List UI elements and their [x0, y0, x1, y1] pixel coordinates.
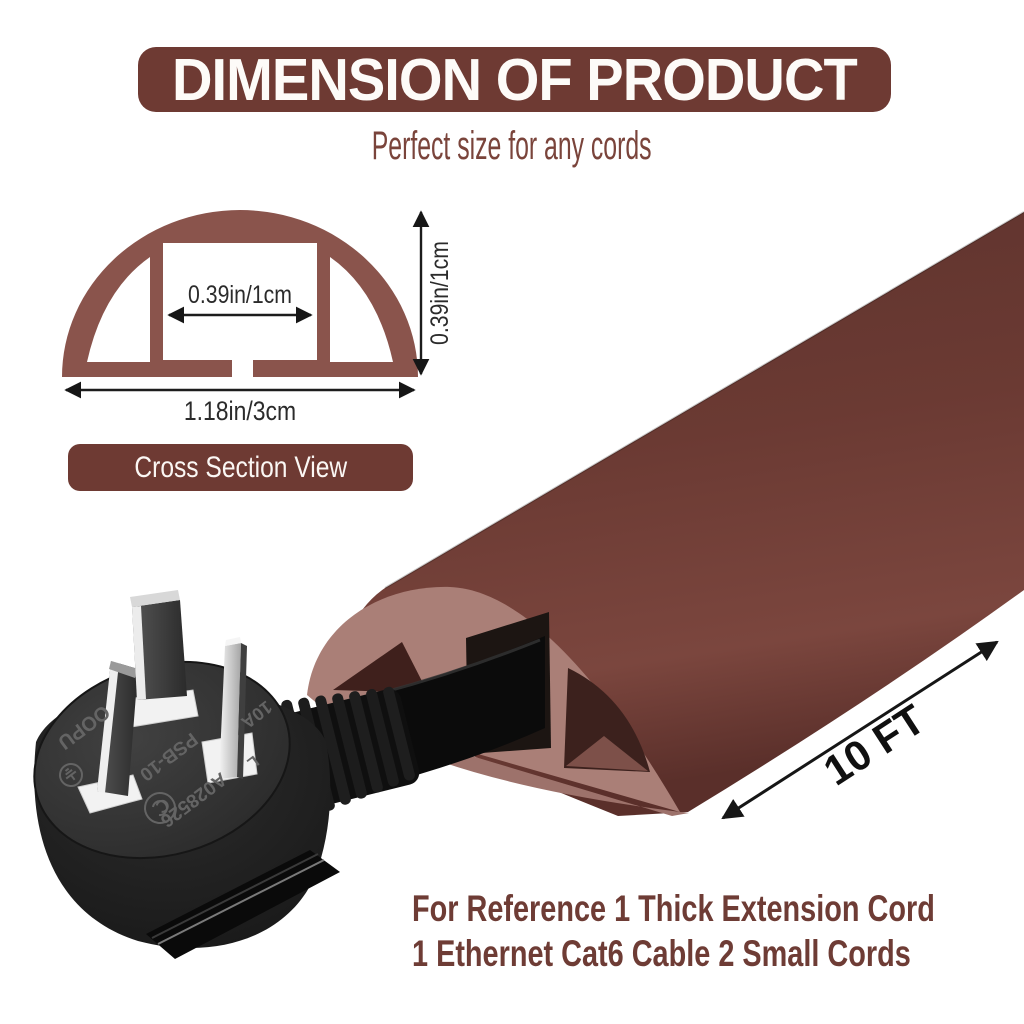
duct-profile-shape — [62, 210, 418, 377]
page-subtitle: Perfect size for any cords — [372, 124, 652, 168]
cross-section-diagram: 0.39in/1cm 0.39in/1cm 1.18in/3cm — [62, 210, 453, 426]
title-banner: DIMENSION OF PRODUCT — [138, 46, 891, 113]
earth-symbol-icon — [59, 763, 83, 787]
reference-line-2: 1 Ethernet Cat6 Cable 2 Small Cords — [412, 933, 911, 974]
ccc-mark-icon — [144, 792, 176, 824]
power-cord: OOPU PSB-10 A028526 10A L — [33, 590, 545, 959]
plug-base-highlight2 — [151, 853, 319, 939]
plug-base-highlight — [157, 859, 325, 945]
reference-line-1: For Reference 1 Thick Extension Cord — [412, 888, 935, 929]
plug-prongs — [97, 590, 247, 796]
right-channel-opening — [564, 668, 650, 772]
inner-width-label: 0.39in/1cm — [188, 280, 292, 308]
subtitle-row: Perfect size for any cords — [0, 124, 1024, 169]
power-plug: OOPU PSB-10 A028526 10A L — [33, 590, 340, 959]
cross-section-caption: Cross Section View — [68, 444, 413, 491]
page-title: DIMENSION OF PRODUCT — [172, 46, 858, 113]
cross-section-caption-label: Cross Section View — [134, 450, 347, 484]
outer-width-label: 1.18in/3cm — [184, 396, 296, 426]
duct-ridge-line — [384, 211, 1024, 589]
reference-note: For Reference 1 Thick Extension Cord 1 E… — [412, 886, 1024, 976]
right-channel-floor — [566, 736, 648, 771]
left-channel-opening — [333, 642, 428, 693]
height-label: 0.39in/1cm — [425, 241, 453, 345]
length-arrow — [721, 640, 999, 820]
